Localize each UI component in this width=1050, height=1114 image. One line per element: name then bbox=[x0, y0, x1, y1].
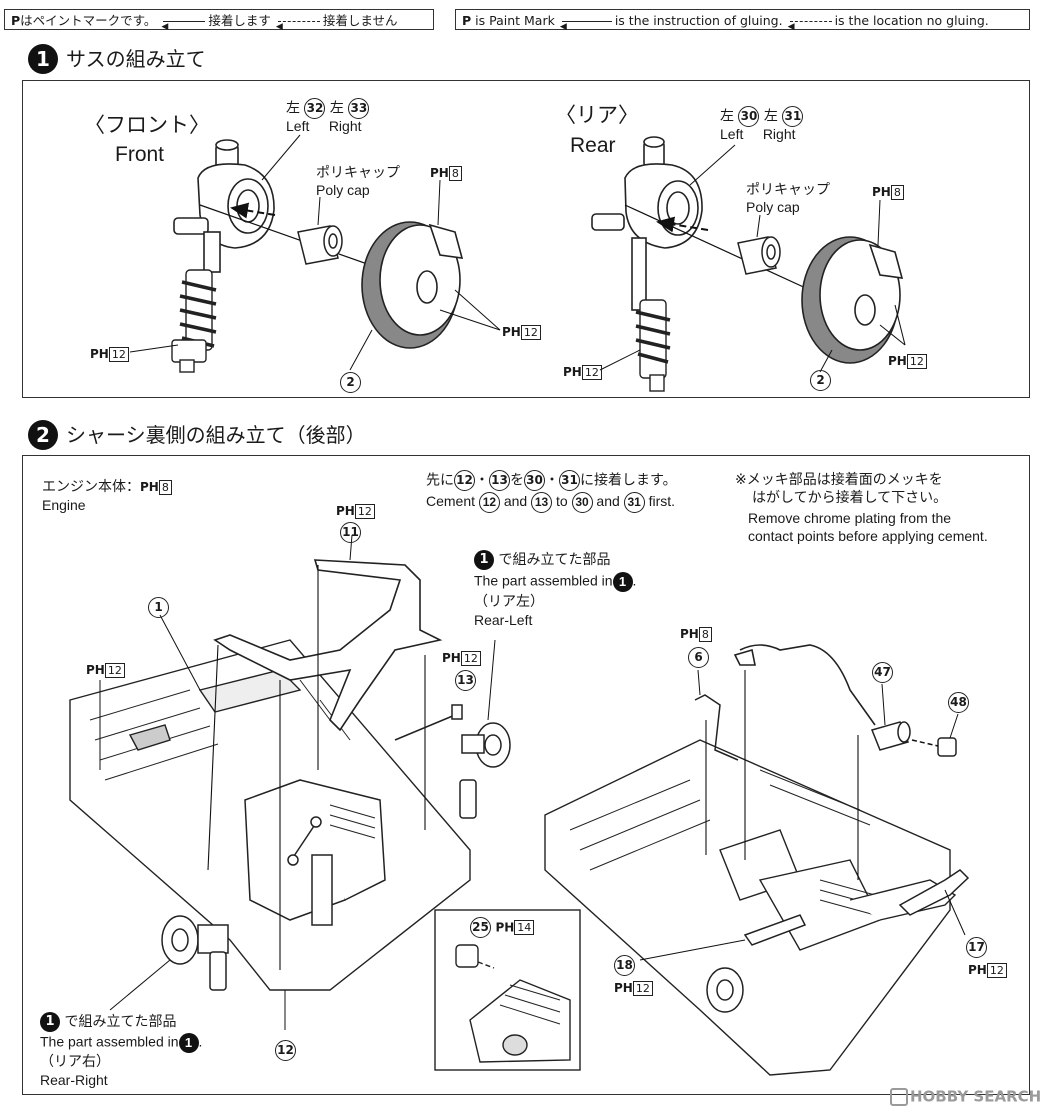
noglue-arrow-icon: ◀ bbox=[788, 21, 832, 32]
assembled-left-jp: 1 で組み立てた部品 bbox=[474, 550, 610, 570]
engine-label-en: Engine bbox=[42, 497, 86, 513]
front-part-numbers: 左 32 左 33 bbox=[286, 98, 370, 119]
part-32: 32 bbox=[304, 98, 326, 119]
legend-noglue-text: 接着しません bbox=[322, 13, 398, 28]
chrome-note-en-2: contact points before applying cement. bbox=[748, 528, 988, 544]
assembled-right-pos-en: Rear-Right bbox=[40, 1072, 108, 1088]
part-30: 30 bbox=[738, 106, 760, 127]
rear-heading-en: Rear bbox=[570, 134, 616, 157]
glue-arrow-icon: ◀ bbox=[161, 21, 206, 32]
front-side-labels: Left Right bbox=[286, 118, 362, 134]
rear-side-labels: Left Right bbox=[720, 126, 796, 142]
front-heading-en: Front bbox=[115, 143, 165, 166]
step2-panel bbox=[22, 455, 1030, 1095]
legend-en: P is Paint Mark ◀is the instruction of g… bbox=[455, 9, 1030, 32]
rear-heading-jp: 〈リア〉 bbox=[555, 103, 639, 127]
part-6: 6 bbox=[688, 647, 709, 668]
part-1: 1 bbox=[148, 597, 169, 618]
watermark-logo-icon bbox=[890, 1088, 908, 1106]
legend-noglue-text: is the location no gluing. bbox=[834, 13, 989, 28]
glue-arrow-icon: ◀ bbox=[560, 21, 612, 32]
hobby-search-watermark: HOBBY SEARCH bbox=[890, 1088, 1041, 1106]
step1-title: サスの組み立て bbox=[66, 47, 206, 71]
legend-jp: Pはペイントマークです。 ◀接着します ◀接着しません bbox=[4, 9, 434, 32]
part-11: 11 bbox=[340, 522, 361, 543]
legend-paint-text: is Paint Mark bbox=[475, 13, 555, 28]
chrome-note-jp-2: はがしてから接着して下さい。 bbox=[752, 490, 948, 506]
front-heading-jp: 〈フロント〉 bbox=[84, 113, 210, 137]
assembled-left-pos-en: Rear-Left bbox=[474, 612, 533, 628]
legend-glue-text: 接着します bbox=[208, 13, 271, 28]
chrome-note-en-1: Remove chrome plating from the bbox=[748, 510, 952, 526]
step2-number: 2 bbox=[28, 420, 58, 450]
cement-note-en: Cement 12 and 13 to 30 and 31 first. bbox=[426, 492, 675, 513]
legend-glue-text: is the instruction of gluing. bbox=[614, 13, 783, 28]
step1-panel bbox=[22, 80, 1030, 398]
assembled-left-pos-jp: （リア左） bbox=[474, 594, 544, 610]
chrome-note-jp-1: ※メッキ部品は接着面のメッキを bbox=[735, 472, 943, 488]
rear-polycap-en: Poly cap bbox=[746, 199, 800, 215]
rear-polycap-jp: ポリキャップ bbox=[746, 182, 830, 198]
part-13: 13 bbox=[455, 670, 476, 691]
part-48: 48 bbox=[948, 692, 969, 713]
part-18: 18 bbox=[614, 955, 635, 976]
part-47: 47 bbox=[872, 662, 893, 683]
part-12: 12 bbox=[275, 1040, 296, 1061]
step1-number: 1 bbox=[28, 44, 58, 74]
paint-mark-symbol: P bbox=[462, 13, 472, 28]
paint-mark-symbol: P bbox=[11, 13, 21, 28]
front-part-2: 2 bbox=[340, 372, 361, 393]
assembled-right-pos-jp: （リア右） bbox=[40, 1054, 110, 1070]
step2-title: シャーシ裏側の組み立て（後部） bbox=[66, 423, 366, 447]
part-33: 33 bbox=[348, 98, 370, 119]
rear-part-numbers: 左 30 左 31 bbox=[720, 106, 804, 127]
rear-part-2: 2 bbox=[810, 370, 831, 391]
front-polycap-en: Poly cap bbox=[316, 182, 370, 198]
part-17: 17 bbox=[966, 937, 987, 958]
front-polycap-jp: ポリキャップ bbox=[316, 165, 400, 181]
noglue-arrow-icon: ◀ bbox=[276, 21, 320, 32]
legend-paint-text: はペイントマークです。 bbox=[20, 13, 157, 28]
assembled-right-jp: 1 で組み立てた部品 bbox=[40, 1012, 176, 1032]
part-31: 31 bbox=[782, 106, 804, 127]
